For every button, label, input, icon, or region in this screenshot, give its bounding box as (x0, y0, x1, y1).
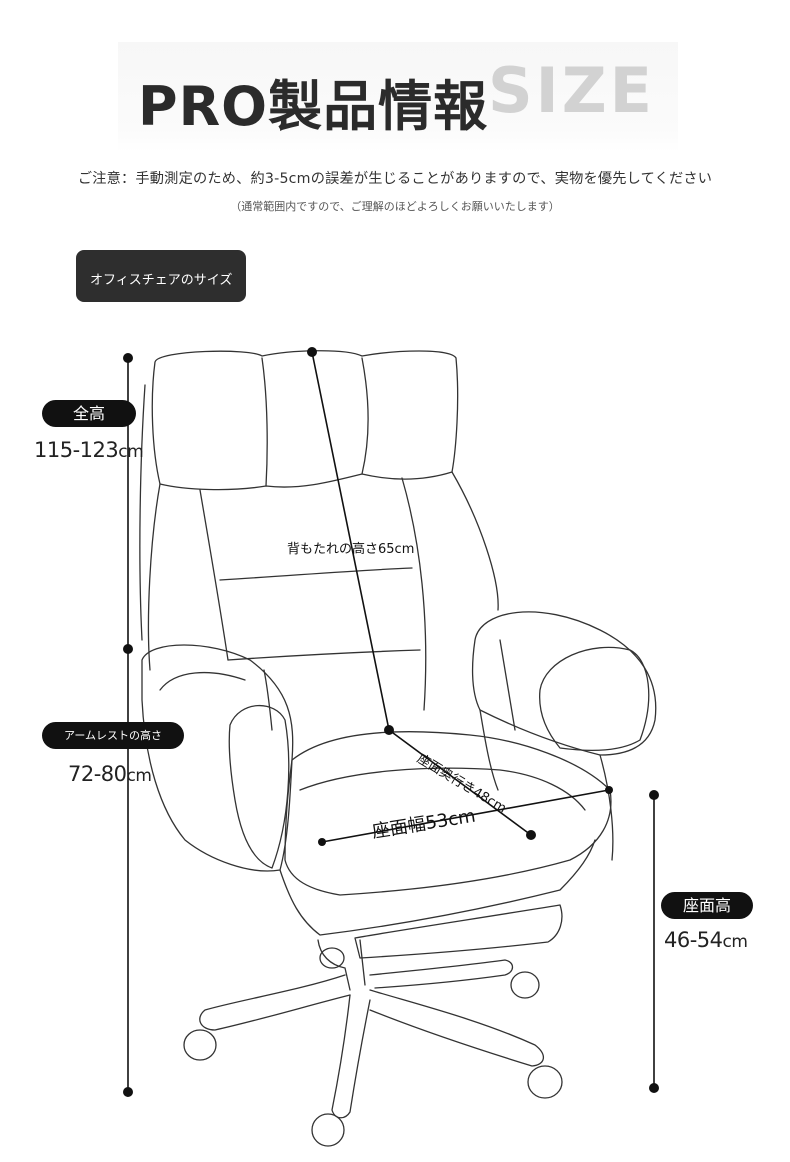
caster-back-left (319, 947, 345, 969)
seat-cushion (284, 730, 612, 896)
backrest-tuft-2 (227, 649, 421, 661)
seat-width-right-dot (605, 786, 613, 794)
header-band (118, 42, 678, 152)
backrest-tuft-1 (219, 567, 413, 581)
headrest-outline (151, 350, 459, 491)
right-armrest-front (539, 646, 650, 752)
footrest (354, 904, 563, 959)
caster-back (510, 971, 540, 999)
backrest-left-edge (139, 384, 146, 641)
right-armrest-side (479, 709, 614, 861)
total-height-unit: cm (118, 442, 144, 462)
seat-depth-dimension-line (388, 729, 532, 836)
seat-front-skirt (279, 839, 596, 936)
caster-left (183, 1029, 217, 1061)
backrest-lower-seam (263, 669, 273, 731)
total-height-value: 115-123cm (34, 438, 144, 462)
seat-height-number: 46-54 (664, 928, 723, 952)
back-height-bottom-dot (384, 725, 394, 735)
back-height-top-dot (307, 347, 317, 357)
armrest-height-badge: アームレストの高さ (42, 722, 184, 749)
measurement-notice: ご注意：手動測定のため、約3-5cmの誤差が生じることがありますので、実物を優先… (77, 171, 713, 187)
seat-height-value: 46-54cm (664, 928, 748, 952)
armrest-height-dot (123, 644, 133, 654)
seat-height-unit: cm (722, 932, 748, 952)
headrest-seam-left (261, 357, 268, 487)
caster-right (527, 1065, 563, 1099)
armrest-height-value: 72-80cm (68, 762, 152, 786)
armrest-height-unit: cm (126, 766, 152, 786)
backrest-outline (147, 471, 499, 671)
total-height-number: 115-123 (34, 438, 119, 462)
headrest-seam-right (361, 357, 369, 475)
armrest-height-number: 72-80 (68, 762, 127, 786)
chair-size-tab[interactable]: オフィスチェアのサイズ (76, 250, 246, 302)
total-height-bottom-dot (123, 1087, 133, 1097)
chair-size-tab-label: オフィスチェアのサイズ (90, 273, 233, 288)
left-armrest (141, 644, 294, 872)
seat-width-left-dot (318, 838, 326, 846)
backrest-panel-left (199, 489, 229, 661)
seat-height-badge: 座面高 (661, 892, 753, 919)
total-height-top-dot (123, 353, 133, 363)
base-leg-left (199, 974, 351, 1031)
caster-front (311, 1113, 345, 1147)
right-armrest-seam (499, 639, 516, 731)
left-armrest-seam (159, 671, 246, 691)
base-leg-right (369, 989, 544, 1067)
page-title: PRO製品情報 (138, 75, 489, 138)
total-height-badge: 全高 (42, 400, 136, 427)
left-armrest-front (228, 704, 290, 869)
right-armrest (471, 611, 657, 756)
backrest-panel-right (401, 477, 427, 711)
seat-depth-end-dot (526, 830, 536, 840)
seat-height-top-dot (649, 790, 659, 800)
back-height-label: 背もたれの高さ65cm (287, 542, 415, 557)
seat-cushion-inner (299, 767, 586, 811)
gas-lift (317, 939, 366, 991)
measurement-subnotice: （通常範囲内ですので、ご理解のほどよろしくお願いいたします） (230, 200, 560, 213)
seat-width-dimension-line (321, 789, 610, 843)
seat-height-bottom-dot (649, 1083, 659, 1093)
size-watermark-title: SIZE (488, 54, 656, 127)
base-leg-back (369, 959, 514, 989)
back-height-dimension-line (311, 351, 390, 731)
base-leg-front (331, 994, 371, 1119)
